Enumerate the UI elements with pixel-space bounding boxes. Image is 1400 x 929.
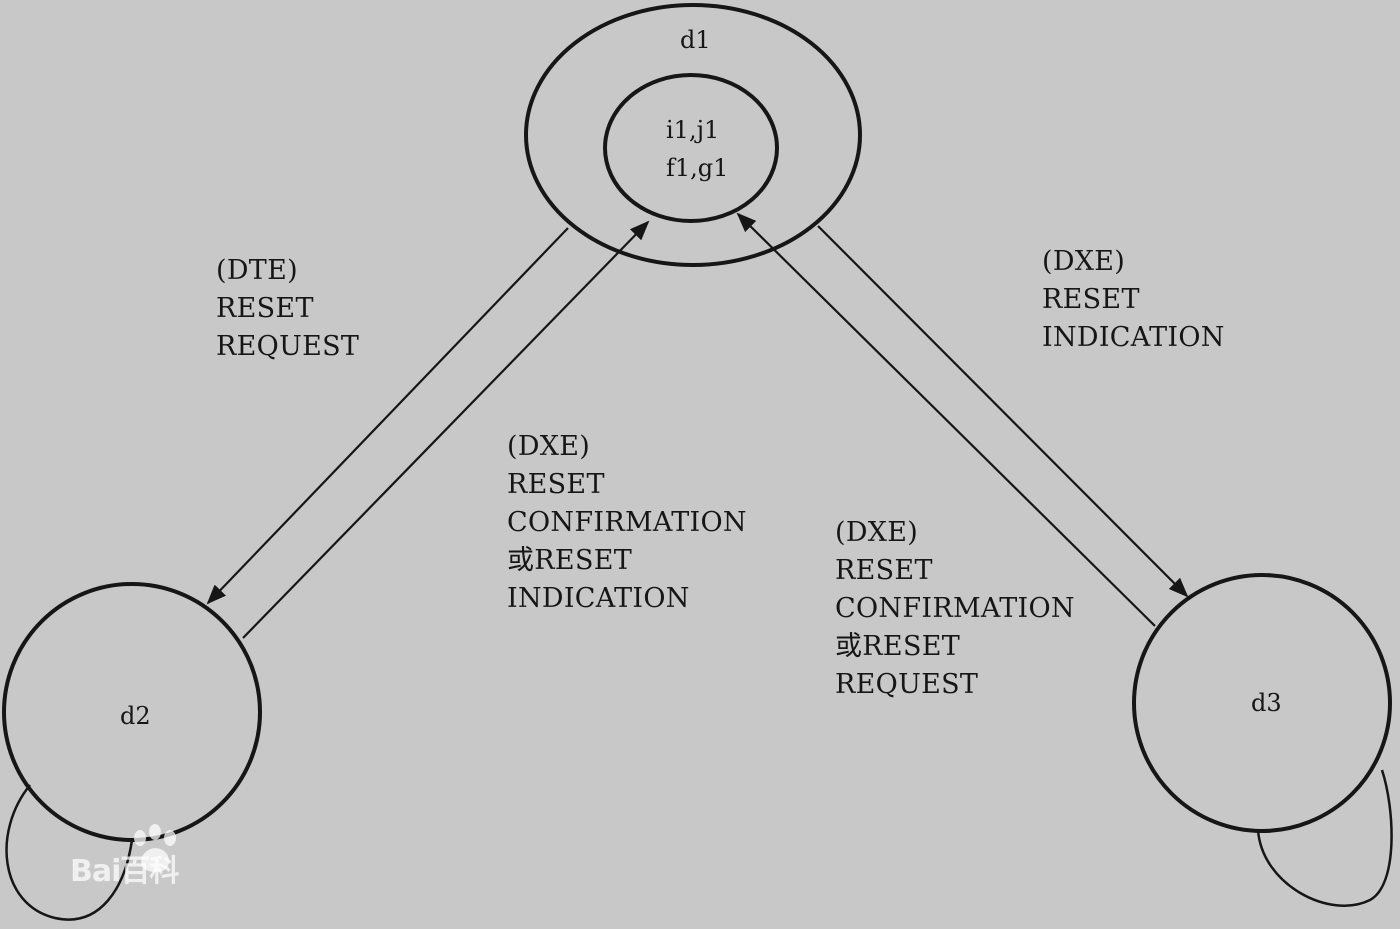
label-line: RESET <box>216 293 314 324</box>
state-d1-outer-circle <box>524 3 862 267</box>
transition-label-d3-to-d1: (DXE) RESET CONFIRMATION 或RESET REQUEST <box>835 514 1075 704</box>
state-d3-label: d3 <box>1251 689 1282 717</box>
label-line: (DXE) <box>1042 246 1126 277</box>
label-line: 或RESET <box>835 631 961 662</box>
arrow-d1-to-d3 <box>817 225 1189 598</box>
state-d3-self-loop <box>1256 769 1393 907</box>
transition-label-d2-to-d1: (DXE) RESET CONFIRMATION 或RESET INDICATI… <box>507 428 747 618</box>
label-line: (DTE) <box>216 255 298 286</box>
label-line: INDICATION <box>507 583 690 614</box>
label-line: (DXE) <box>835 517 919 548</box>
transition-label-d1-to-d2: (DTE) RESET REQUEST <box>216 252 359 366</box>
state-d1-inner-line-1: i1,j1 <box>666 116 720 144</box>
watermark-text: Bai百科 <box>70 854 179 889</box>
state-d1-inner-line-2: f1,g1 <box>666 154 729 182</box>
state-d1-inner-circle <box>603 73 779 223</box>
label-line: RESET <box>507 469 605 500</box>
state-d1-label: d1 <box>680 26 711 54</box>
label-line: REQUEST <box>835 669 979 700</box>
arrow-d2-to-d1 <box>242 220 650 639</box>
transition-label-d1-to-d3: (DXE) RESET INDICATION <box>1042 243 1225 357</box>
arrow-d1-to-d2 <box>206 227 569 605</box>
label-line: CONFIRMATION <box>835 593 1075 624</box>
label-line: 或RESET <box>507 545 633 576</box>
state-d3-circle <box>1132 573 1392 833</box>
label-line: (DXE) <box>507 431 591 462</box>
state-d2-self-loop <box>5 784 134 921</box>
baidu-paw-logo-icon <box>134 824 176 872</box>
label-line: REQUEST <box>216 331 360 362</box>
label-line: RESET <box>1042 284 1140 315</box>
label-line: INDICATION <box>1042 322 1225 353</box>
arrow-d3-to-d1 <box>736 212 1156 627</box>
label-line: RESET <box>835 555 933 586</box>
state-d2-label: d2 <box>120 702 151 730</box>
label-line: CONFIRMATION <box>507 507 747 538</box>
